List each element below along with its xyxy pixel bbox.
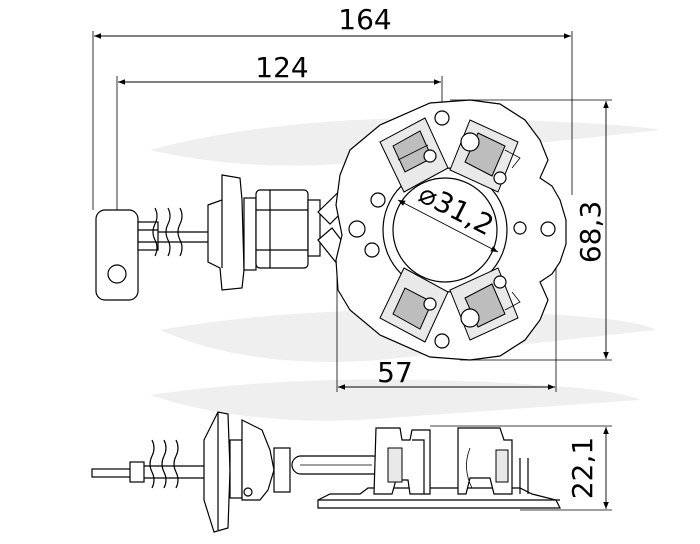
- cable-grommet-top-view: [207, 174, 321, 291]
- cable-terminal-side-view: [91, 439, 204, 489]
- cable-terminal-top-view: [95, 207, 210, 301]
- dimension-label-overall-length: 164: [338, 3, 391, 36]
- dimension-height: 68,3: [450, 99, 612, 361]
- mounting-holes: [348, 110, 556, 349]
- dimension-overall-length: 164: [92, 3, 573, 210]
- connecting-strap-side-view: [291, 455, 383, 475]
- dimension-label-base-width: 57: [377, 356, 413, 389]
- brush-box-top-left: [379, 117, 449, 193]
- dimension-label-height: 68,3: [574, 201, 607, 263]
- dimension-label-side-height: 22,1: [566, 437, 599, 499]
- dimension-label-length-to-center: 124: [255, 51, 308, 84]
- dimension-side-height: 22,1: [430, 425, 612, 511]
- dimension-length-to-center: 124: [116, 51, 443, 216]
- brush-holder-plate-side-view: [317, 427, 561, 509]
- cable-grommet-side-view: [203, 411, 291, 533]
- brush-box-bottom-left: [379, 267, 449, 343]
- brush-holder-plate-top-view: [335, 99, 567, 361]
